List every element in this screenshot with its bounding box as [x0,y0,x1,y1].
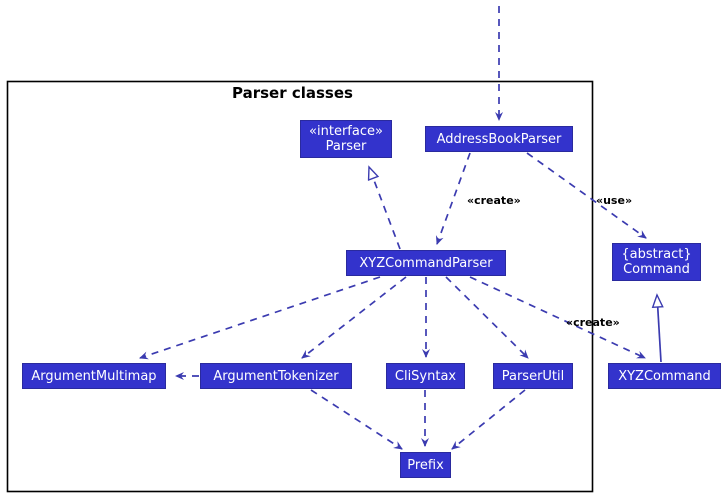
edge-label-create-command: «create» [566,316,620,329]
class-name: ParserUtil [501,368,565,384]
frame-title: Parser classes [232,84,353,102]
edge-xyzcommandparser-to-xyzcommand [469,276,646,359]
class-box-xyzcommand[interactable]: XYZCommand [608,363,721,389]
edge-xyzcommandparser-realizes-parser [369,167,401,250]
class-name: XYZCommand [618,368,711,384]
class-name: AddressBookParser [436,131,562,147]
class-box-parser[interactable]: «interface» Parser [300,120,392,158]
class-name: XYZCommandParser [359,255,493,271]
class-name: ArgumentMultimap [31,368,157,384]
class-box-argumenttokenizer[interactable]: ArgumentTokenizer [200,363,352,389]
class-name: CliSyntax [394,368,457,384]
class-stereotype: «interface» [309,124,383,139]
class-box-argumentmultimap[interactable]: ArgumentMultimap [22,363,166,389]
class-box-command[interactable]: {abstract} Command [612,243,701,281]
class-name: Parser [325,139,367,154]
class-name: Command [623,262,690,277]
class-stereotype: {abstract} [621,247,692,262]
class-name: Prefix [407,457,444,473]
class-box-addressbookparser[interactable]: AddressBookParser [425,126,573,152]
class-box-parserutil[interactable]: ParserUtil [493,363,573,389]
edge-parserutil-to-prefix [451,389,526,450]
edge-label-use-command: «use» [596,194,633,207]
edge-label-create-parser: «create» [467,194,521,207]
frame-border [6,80,594,493]
edge-xyzcommandparser-to-parserutil [445,276,529,359]
edge-xyzcommandparser-to-argumenttokenizer [301,276,407,359]
edge-addressbookparser-to-command [526,152,647,239]
class-box-prefix[interactable]: Prefix [400,452,451,478]
edge-xyzcommand-extends-command [657,295,661,363]
edge-xyzcommandparser-to-argumentmultimap [139,276,381,360]
edge-addressbookparser-to-xyzcommandparser [435,152,471,245]
class-box-xyzcommandparser[interactable]: XYZCommandParser [346,250,506,276]
class-name: ArgumentTokenizer [213,368,339,384]
class-box-clisyntax[interactable]: CliSyntax [386,363,465,389]
edge-argumenttokenizer-to-prefix [310,389,403,450]
